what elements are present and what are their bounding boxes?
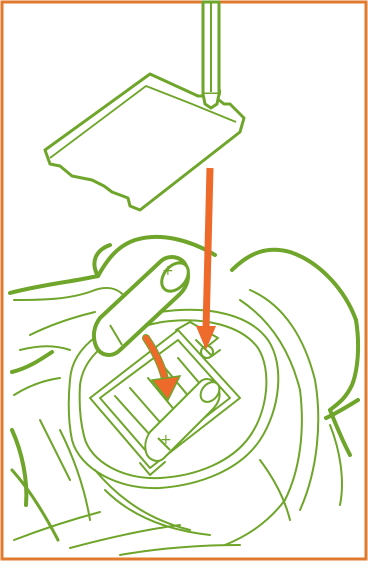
loose-battery-plus-label: + — [162, 263, 174, 279]
screwdriver — [203, 2, 219, 108]
installed-battery-plus-label: + — [160, 432, 172, 448]
